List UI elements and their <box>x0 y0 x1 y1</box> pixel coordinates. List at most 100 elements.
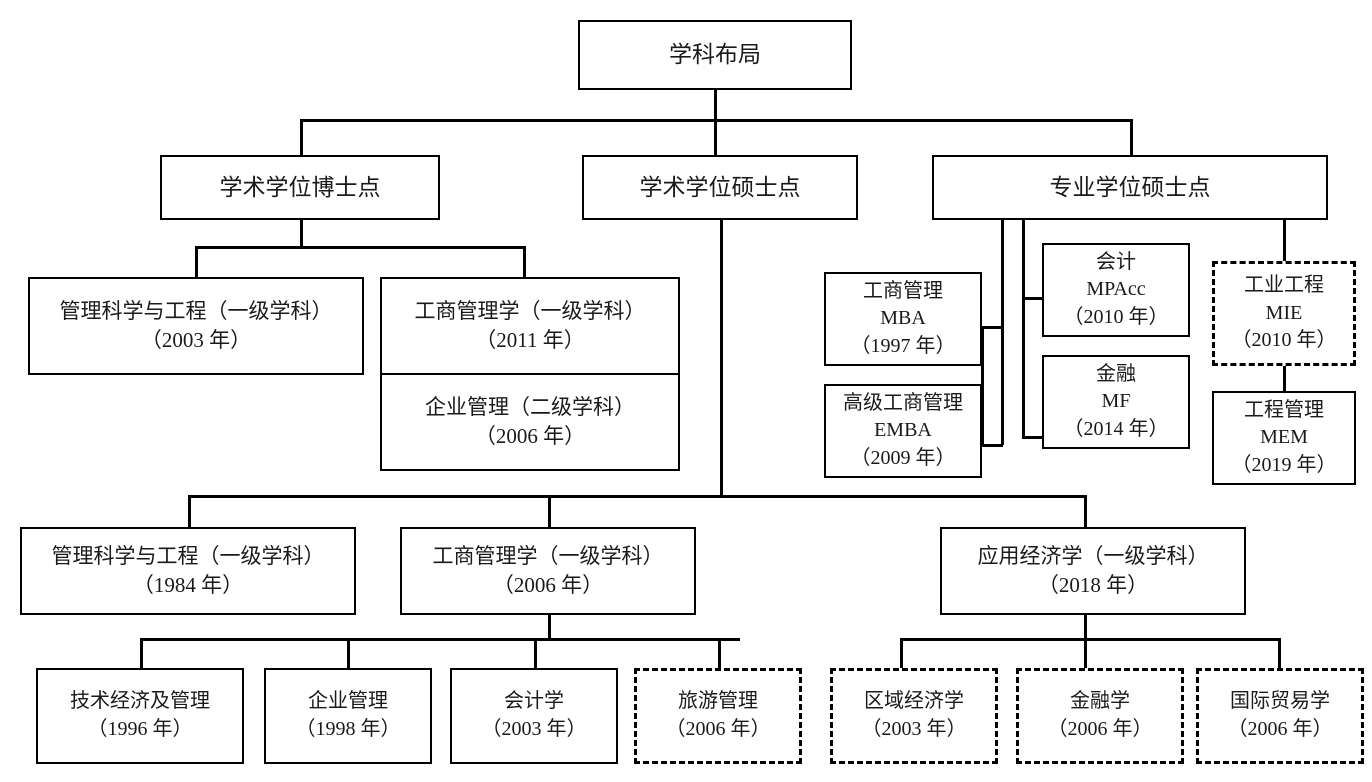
node-sub-regional-econ-line2: （2003 年） <box>861 718 967 740</box>
connector-root-down <box>714 88 717 121</box>
node-master-economics[interactable]: 应用经济学（一级学科） （2018 年） <box>940 527 1246 615</box>
node-academic-doctorate[interactable]: 学术学位博士点 <box>160 155 440 220</box>
connector-level1-drop-master <box>714 119 717 156</box>
node-sub-accounting[interactable]: 会计学 （2003 年） <box>450 668 618 764</box>
node-prof-mem-line3: （2019 年） <box>1231 453 1337 476</box>
connector-phd-drop-1 <box>195 246 198 278</box>
node-sub-tourism-mgmt-line1: 旅游管理 <box>678 690 758 713</box>
node-prof-mie-line2: MIE <box>1265 301 1303 324</box>
connector-master-bus <box>188 495 1086 498</box>
node-prof-mem-line1: 工程管理 <box>1244 398 1324 421</box>
connector-stub-mpacc <box>1022 297 1042 300</box>
node-prof-mie-line1: 工业工程 <box>1244 274 1324 297</box>
node-sub-tourism-mgmt[interactable]: 旅游管理 （2006 年） <box>634 668 802 764</box>
node-prof-emba-line1: 高级工商管理 <box>843 391 963 414</box>
connector-level1-drop-phd <box>300 119 303 156</box>
node-prof-mie-line3: （2010 年） <box>1231 329 1337 352</box>
node-prof-mba-line3: （1997 年） <box>850 334 956 357</box>
node-master-mse-line2: （1984 年） <box>132 573 244 597</box>
node-sub-accounting-line1: 会计学 <box>504 690 564 713</box>
connector-prof-spine-mpacc <box>1022 218 1025 437</box>
node-sub-regional-econ-line1: 区域经济学 <box>864 690 964 713</box>
node-doctoral-mse-line2: （2003 年） <box>140 328 252 352</box>
node-sub-tourism-mgmt-line2: （2006 年） <box>665 718 771 740</box>
node-prof-mf-line3: （2014 年） <box>1063 417 1169 440</box>
node-master-business-line2: （2006 年） <box>492 573 604 597</box>
connector-ae2018-down <box>1084 614 1087 640</box>
node-sub-tech-econ-mgmt-line2: （1996 年） <box>87 718 193 740</box>
node-prof-mpacc-line1: 会计 <box>1096 250 1136 273</box>
node-master-mse[interactable]: 管理科学与工程（一级学科） （1984 年） <box>20 527 356 615</box>
node-doctoral-business-second-line2: （2006 年） <box>474 424 586 448</box>
node-master-business-line1: 工商管理学（一级学科） <box>432 544 664 569</box>
connector-prof-spine-mba <box>1001 218 1004 445</box>
connector-stub-emba <box>981 444 1003 447</box>
node-prof-mem-line2: MEM <box>1260 426 1308 449</box>
node-doctoral-business-second[interactable]: 企业管理（二级学科） （2006 年） <box>382 373 678 469</box>
node-sub-finance[interactable]: 金融学 （2006 年） <box>1016 668 1184 764</box>
node-prof-mf-line1: 金融 <box>1096 362 1136 385</box>
connector-prof-drop-mie <box>1283 218 1286 261</box>
node-master-business[interactable]: 工商管理学（一级学科） （2006 年） <box>400 527 696 615</box>
node-prof-mba[interactable]: 工商管理 MBA （1997 年） <box>824 272 982 366</box>
connector-master-drop-2 <box>548 495 551 527</box>
node-prof-emba-line3: （2009 年） <box>850 446 956 469</box>
connector-phd-drop-2 <box>523 246 526 278</box>
node-academic-doctorate-label: 学术学位博士点 <box>219 174 381 200</box>
node-sub-enterprise-mgmt[interactable]: 企业管理 （1998 年） <box>264 668 432 764</box>
node-master-economics-line2: （2018 年） <box>1037 573 1149 597</box>
node-prof-mba-line2: MBA <box>880 307 926 330</box>
node-root[interactable]: 学科布局 <box>578 20 852 90</box>
node-prof-emba[interactable]: 高级工商管理 EMBA （2009 年） <box>824 384 982 478</box>
connector-bottom-drop-1 <box>140 638 143 668</box>
connector-bottom-drop-2 <box>347 638 350 668</box>
connector-bottom-drop-7 <box>1278 638 1281 668</box>
node-sub-accounting-line2: （2003 年） <box>481 718 587 740</box>
connector-level1-drop-prof <box>1130 119 1133 156</box>
node-root-label: 学科布局 <box>669 42 761 68</box>
node-prof-mf-line2: MF <box>1101 390 1131 413</box>
connector-bottom-drop-5 <box>900 638 903 668</box>
node-sub-tech-econ-mgmt[interactable]: 技术经济及管理 （1996 年） <box>36 668 244 764</box>
node-prof-mie[interactable]: 工业工程 MIE （2010 年） <box>1212 261 1356 366</box>
connector-bottom-drop-3 <box>534 638 537 668</box>
node-prof-mpacc[interactable]: 会计 MPAcc （2010 年） <box>1042 243 1190 337</box>
node-academic-master-label: 学术学位硕士点 <box>639 174 801 200</box>
connector-phd-down <box>300 218 303 248</box>
node-sub-finance-line1: 金融学 <box>1070 690 1130 713</box>
node-doctoral-business-stack[interactable]: 工商管理学（一级学科） （2011 年） 企业管理（二级学科） （2006 年） <box>380 277 680 471</box>
node-academic-master[interactable]: 学术学位硕士点 <box>582 155 858 220</box>
connector-bottom-left-bus <box>140 638 740 641</box>
node-doctoral-business-first-line2: （2011 年） <box>475 328 585 352</box>
connector-bottom-right-bus <box>900 638 1280 641</box>
node-doctoral-business-second-line1: 企业管理（二级学科） <box>425 395 635 420</box>
node-prof-mpacc-line3: （2010 年） <box>1063 305 1169 328</box>
connector-master-drop-1 <box>188 495 191 527</box>
node-prof-mf[interactable]: 金融 MF （2014 年） <box>1042 355 1190 449</box>
connector-stub-mf <box>1022 436 1042 439</box>
node-sub-finance-line2: （2006 年） <box>1047 718 1153 740</box>
node-sub-international-trade-line1: 国际贸易学 <box>1230 690 1330 713</box>
node-doctoral-msе[interactable]: 管理科学与工程（一级学科） （2003 年） <box>28 277 364 375</box>
connector-phd-bus <box>195 246 525 249</box>
connector-master-down <box>720 218 723 497</box>
connector-bottom-drop-6 <box>1084 638 1087 668</box>
node-sub-regional-econ[interactable]: 区域经济学 （2003 年） <box>830 668 998 764</box>
node-prof-mba-line1: 工商管理 <box>863 279 943 302</box>
node-master-economics-line1: 应用经济学（一级学科） <box>977 544 1209 569</box>
node-sub-international-trade-line2: （2006 年） <box>1227 718 1333 740</box>
node-sub-enterprise-mgmt-line2: （1998 年） <box>295 718 401 740</box>
node-professional-master-label: 专业学位硕士点 <box>1049 174 1211 200</box>
node-prof-emba-line2: EMBA <box>874 419 932 442</box>
node-doctoral-mse-line1: 管理科学与工程（一级学科） <box>59 299 333 324</box>
connector-bottom-drop-4 <box>718 638 721 668</box>
node-sub-tech-econ-mgmt-line1: 技术经济及管理 <box>70 690 210 713</box>
connector-master-drop-3 <box>1084 495 1087 527</box>
node-sub-enterprise-mgmt-line1: 企业管理 <box>308 690 388 713</box>
node-sub-international-trade[interactable]: 国际贸易学 （2006 年） <box>1196 668 1364 764</box>
node-doctoral-business-first[interactable]: 工商管理学（一级学科） （2011 年） <box>382 279 678 373</box>
node-prof-mpacc-line2: MPAcc <box>1086 278 1146 301</box>
node-professional-master[interactable]: 专业学位硕士点 <box>932 155 1328 220</box>
node-prof-mem[interactable]: 工程管理 MEM （2019 年） <box>1212 391 1356 485</box>
